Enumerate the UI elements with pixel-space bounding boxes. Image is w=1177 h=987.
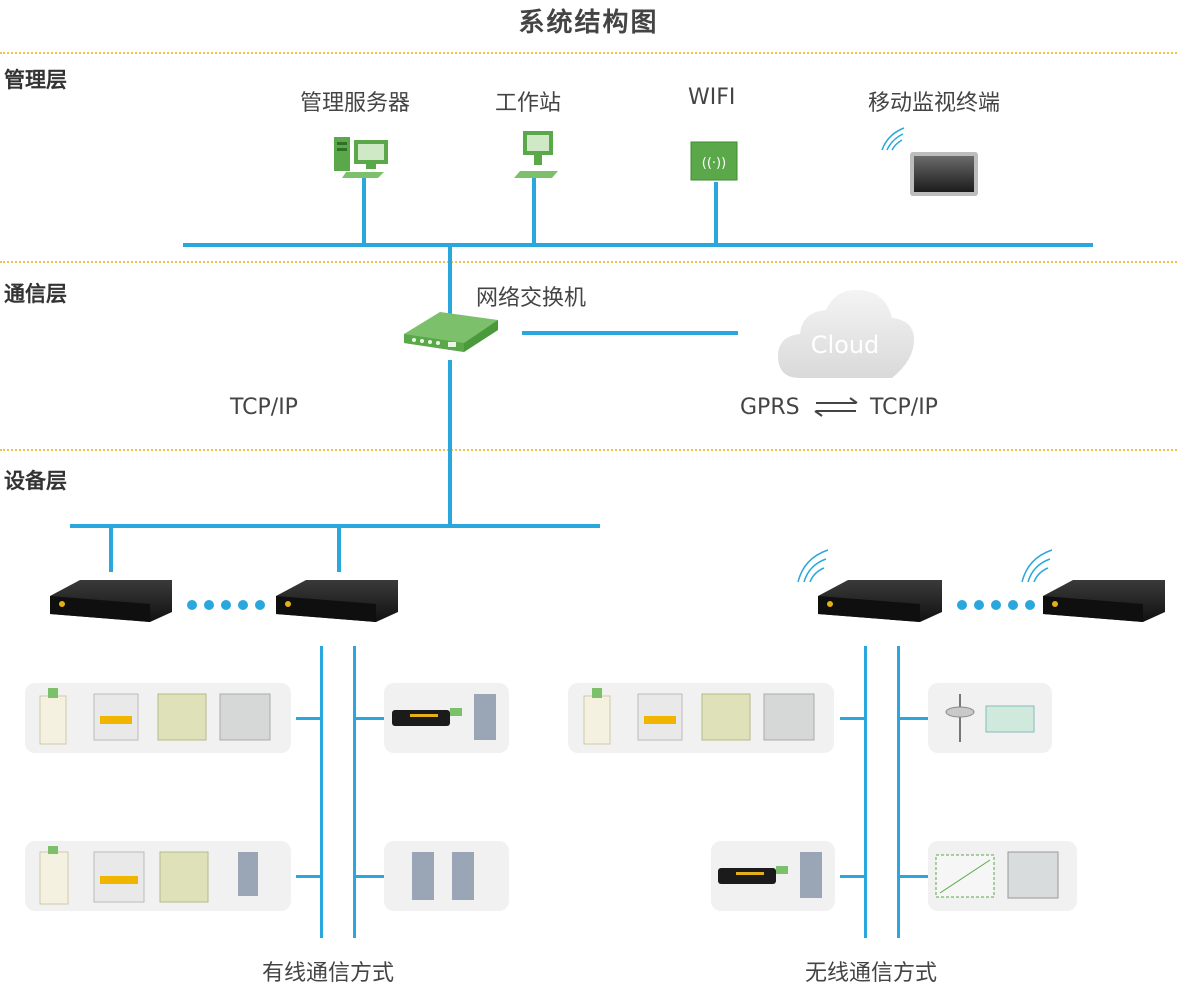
grounding-monitor-icons	[935, 851, 1059, 899]
wireless-signal-icon	[797, 549, 1053, 583]
ellipsis-dot	[187, 600, 197, 610]
ellipsis-dot	[238, 600, 248, 610]
switch-downlink-line	[448, 360, 452, 526]
wireless-bus-right	[897, 646, 900, 938]
wired-device-panel-4	[384, 841, 509, 911]
server-icon	[334, 137, 388, 178]
din-rail-module-icons	[412, 852, 474, 900]
wifi-drop-line	[714, 182, 718, 244]
signal-protector-device-icons	[718, 852, 822, 898]
gateway2-drop-line	[337, 527, 341, 572]
mobile-terminal-label: 移动监视终端	[868, 91, 1001, 116]
ellipsis-dot	[221, 600, 231, 610]
ellipsis-dot	[991, 600, 1001, 610]
ellipsis-dot	[974, 600, 984, 610]
workstation-drop-line	[532, 178, 536, 244]
breaker-device-icons	[39, 846, 258, 905]
ellipsis-dot	[1008, 600, 1018, 610]
gprs-tcpip-label: TCP/IP	[870, 395, 938, 420]
wifi-label: WIFI	[688, 85, 736, 110]
divider-management	[0, 52, 1177, 54]
server-label: 管理服务器	[300, 91, 411, 116]
cloud-label: Cloud	[811, 331, 880, 359]
wired-connector-row2-left	[296, 875, 321, 878]
wireless-bus-left	[864, 646, 867, 938]
wireless-connector-row2-right	[900, 875, 928, 878]
surge-protector-device-icons	[583, 688, 815, 745]
switch-uplink-line	[448, 246, 452, 316]
network-switch-icon	[404, 312, 498, 352]
divider-device	[0, 449, 1177, 451]
gateway-device-icon	[818, 580, 942, 622]
layer-management-label: 管理层	[4, 68, 67, 92]
divider-communication	[0, 261, 1177, 263]
layer-communication-label: 通信层	[4, 282, 67, 306]
wired-bus-right	[353, 646, 356, 938]
wired-connector-row1-right	[356, 717, 384, 720]
wireless-connector-row2-left	[840, 875, 865, 878]
ellipsis-dot	[255, 600, 265, 610]
gateway-device-icon	[1043, 580, 1165, 622]
device-bus	[70, 524, 600, 528]
mobile-terminal-icon	[881, 127, 978, 196]
ellipsis-dot	[1025, 600, 1035, 610]
wifi-router-icon: ((·))	[690, 141, 738, 181]
server-drop-line	[362, 178, 366, 244]
bidirectional-arrow-icon	[814, 397, 858, 417]
tcpip-label: TCP/IP	[230, 395, 298, 420]
surge-protector-device-icons	[39, 688, 271, 745]
gprs-label: GPRS	[740, 395, 800, 420]
signal-protector-device-icons	[392, 694, 496, 740]
wired-connector-row2-right	[356, 875, 384, 878]
ellipsis-dot	[204, 600, 214, 610]
workstation-icon	[514, 131, 558, 178]
gateway-device-icon	[50, 580, 172, 622]
wired-connector-row1-left	[296, 717, 321, 720]
switch-cloud-line	[522, 331, 738, 335]
cloud-icon	[778, 289, 914, 378]
wired-bus-left	[320, 646, 323, 938]
gateway1-drop-line	[109, 527, 113, 572]
switch-label: 网络交换机	[476, 286, 587, 311]
workstation-label: 工作站	[495, 91, 562, 116]
diagram-title: 系统结构图	[518, 8, 659, 38]
ellipsis-dot	[957, 600, 967, 610]
layer-device-label: 设备层	[4, 469, 67, 493]
management-bus	[183, 243, 1093, 247]
lightning-sensor-icons	[945, 694, 1035, 742]
gateway-device-icon	[276, 580, 398, 622]
svg-text:((·)): ((·))	[702, 156, 726, 171]
wireless-connector-row1-left	[840, 717, 865, 720]
wireless-connector-row1-right	[900, 717, 928, 720]
